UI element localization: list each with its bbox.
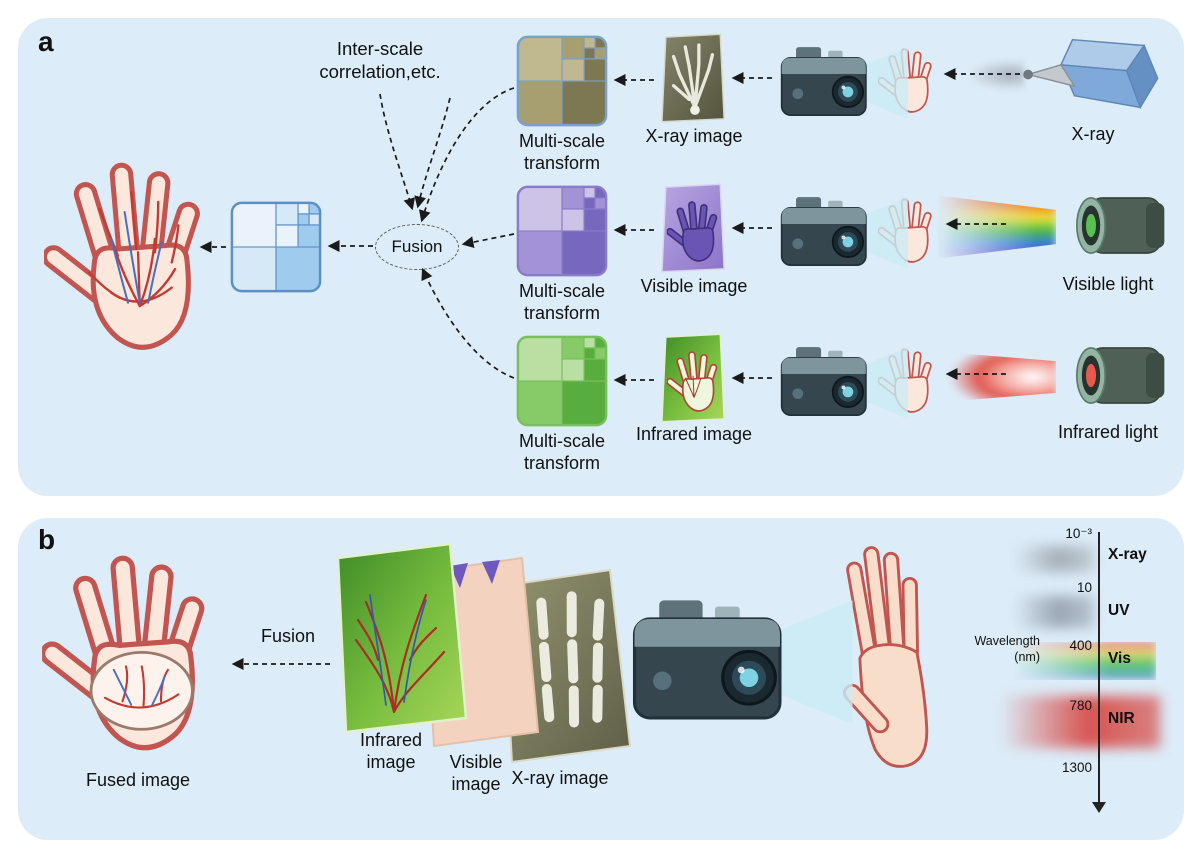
spectrum-label-vis: Vis xyxy=(1108,650,1131,667)
infrared-light-beam xyxy=(926,350,1056,404)
multiscale-block-visible xyxy=(516,185,608,277)
arrow-note-to-fusion-1 xyxy=(379,93,416,211)
infrared-image-thumb xyxy=(661,333,725,423)
multiscale-block-xray xyxy=(516,35,608,127)
visible-image-thumb xyxy=(661,183,725,273)
arrow-note-to-fusion-2 xyxy=(414,97,451,209)
multiscale-block-infrared xyxy=(516,335,608,427)
image-label-visible: Visible image xyxy=(640,276,748,296)
layer-label-infrared: Infrared image xyxy=(359,730,423,772)
panel-a: a Inter-scale correlation,etc. Fusion Mu… xyxy=(18,18,1184,496)
spectrum-band-xray xyxy=(1014,546,1094,572)
spectrum-tick-0: 10⁻³ xyxy=(1065,526,1092,541)
fused-image-label: Fused image xyxy=(85,770,191,790)
arrow-visible-to-fusion xyxy=(461,233,515,248)
image-label-xray: X-ray image xyxy=(645,126,743,146)
fusion-label: Fusion xyxy=(391,237,443,256)
panel-b: b Fused image Fusion xyxy=(18,518,1184,840)
spectrum-axis-arrowhead xyxy=(1092,802,1106,813)
arrow-infrared-to-fusion xyxy=(421,267,515,379)
layer-label-visible: Visible image xyxy=(449,752,503,794)
image-label-infrared: Infrared image xyxy=(635,424,753,444)
spectrum-band-vis xyxy=(1006,642,1156,680)
spectrum-label-uv: UV xyxy=(1108,602,1130,619)
panel-b-label: b xyxy=(38,524,56,555)
camera-icon-row2 xyxy=(778,190,908,275)
transform-label-xray: Multi-scale transform xyxy=(518,131,606,173)
spectrum-tick-4: 1300 xyxy=(1061,760,1092,775)
source-label-infrared: Infrared light xyxy=(1057,422,1159,442)
source-label-visible: Visible light xyxy=(1062,274,1154,294)
fused-hand-illustration xyxy=(44,138,212,365)
camera-icon-row1 xyxy=(778,40,908,125)
infrared-light-source-icon xyxy=(1046,338,1171,413)
transform-label-visible: Multi-scale transform xyxy=(518,281,606,323)
xray-emission-puff xyxy=(970,60,1024,90)
xray-tube-icon xyxy=(1016,30,1162,119)
camera-icon-row3 xyxy=(778,340,908,425)
wavelength-spectrum: 10⁻³ 10 400 780 1300 X-ray UV Vis NIR Wa… xyxy=(956,526,1174,832)
inter-scale-note: Inter-scale correlation,etc. xyxy=(319,38,441,82)
transform-label-infrared: Multi-scale transform xyxy=(518,431,606,473)
source-label-xray: X-ray xyxy=(1071,124,1115,144)
layer-label-xray: X-ray image xyxy=(511,768,609,788)
fusion-node: Fusion xyxy=(375,224,459,270)
wavelength-axis-label: Wavelength (nm) xyxy=(956,634,1040,665)
spectrum-band-nir xyxy=(1000,696,1160,748)
visible-light-source-icon xyxy=(1046,188,1171,263)
camera-b-icon xyxy=(628,588,853,735)
infrared-layer-image xyxy=(336,542,468,734)
wavelength-label-line1: Wavelength xyxy=(974,634,1040,648)
spectrum-tick-2: 400 xyxy=(1069,638,1092,653)
fused-multiscale-block xyxy=(230,201,322,293)
spectrum-tick-1: 10 xyxy=(1076,580,1092,595)
fused-hand-b-illustration xyxy=(42,530,217,766)
spectrum-band-uv xyxy=(1014,596,1094,628)
spectrum-label-xray: X-ray xyxy=(1108,546,1147,563)
spectrum-tick-3: 780 xyxy=(1069,698,1092,713)
panel-a-label: a xyxy=(38,26,54,57)
spectrum-axis xyxy=(1098,532,1100,802)
side-hand-icon xyxy=(843,546,929,768)
fusion-label-b: Fusion xyxy=(260,626,316,646)
visible-light-beam xyxy=(926,194,1056,260)
wavelength-label-line2: (nm) xyxy=(1014,649,1040,664)
arrow-xray-to-fusion xyxy=(419,87,515,223)
spectrum-label-nir: NIR xyxy=(1108,710,1135,727)
xray-image-thumb xyxy=(661,33,725,123)
